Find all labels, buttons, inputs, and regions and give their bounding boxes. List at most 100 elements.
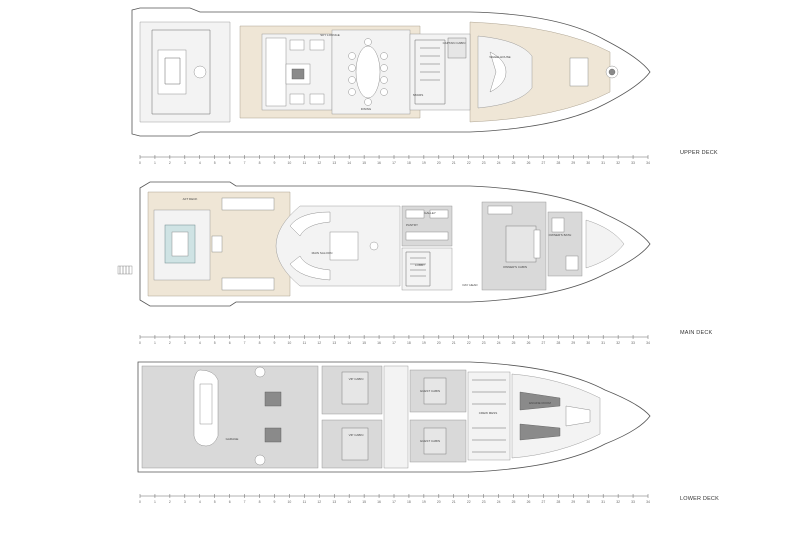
room-label: CREW MESS [479, 411, 498, 415]
ruler-tick-label: 19 [422, 341, 426, 345]
ruler-tick-label: 0 [139, 500, 141, 504]
ruler-tick-label: 30 [586, 341, 590, 345]
ruler-tick-label: 21 [452, 500, 456, 504]
ruler-tick-label: 12 [317, 500, 321, 504]
ruler-tick-label: 30 [586, 500, 590, 504]
ruler-tick-label: 8 [259, 341, 261, 345]
ruler-tick-label: 3 [184, 500, 186, 504]
ruler-tick-label: 20 [437, 341, 441, 345]
deck-label-lower: LOWER DECK [680, 496, 719, 502]
ruler-tick-label: 14 [347, 500, 351, 504]
room-label: AFT DECK [183, 197, 198, 201]
garage-floor [141, 365, 319, 469]
ruler-tick-label: 32 [616, 341, 620, 345]
ruler-tick-label: 21 [452, 161, 456, 165]
room-label: OWNER'S CABIN [503, 265, 527, 269]
vip-bed-port [341, 371, 369, 405]
ruler-tick-label: 7 [244, 500, 246, 504]
room-label: GARAGE [226, 437, 239, 441]
ruler-tick-label: 17 [392, 341, 396, 345]
room-label: VIP CABIN [349, 433, 364, 437]
ruler-tick-label: 3 [184, 341, 186, 345]
ruler-tick-label: 6 [229, 161, 231, 165]
ruler-tick-label: 23 [482, 161, 486, 165]
ruler-tick-label: 17 [392, 500, 396, 504]
ruler-tick-label: 31 [601, 500, 605, 504]
ruler-tick-label: 23 [482, 341, 486, 345]
ruler-tick-label: 29 [571, 161, 575, 165]
ruler-tick-label: 27 [542, 500, 546, 504]
ruler-tick-label: 26 [527, 161, 531, 165]
ruler-tick-label: 33 [631, 161, 635, 165]
ruler-tick-label: 20 [437, 161, 441, 165]
room-label: DINING [361, 107, 372, 111]
ruler-tick-label: 9 [274, 500, 276, 504]
ruler-tick-label: 20 [437, 500, 441, 504]
ruler-tick-label: 19 [422, 161, 426, 165]
ruler-tick-label: 16 [377, 341, 381, 345]
ruler-tick-label: 27 [542, 341, 546, 345]
ruler-tick-label: 10 [288, 341, 292, 345]
ruler-tick-label: 29 [571, 341, 575, 345]
ruler-tick-label: 6 [229, 500, 231, 504]
ruler-tick-label: 24 [497, 500, 501, 504]
ruler-tick-label: 0 [139, 341, 141, 345]
ruler-tick-label: 24 [497, 341, 501, 345]
ruler-tick-label: 10 [288, 500, 292, 504]
ruler-tick-label: 29 [571, 500, 575, 504]
ruler-tick-label: 33 [631, 500, 635, 504]
ruler-tick-label: 19 [422, 500, 426, 504]
ruler-tick-label: 28 [556, 500, 560, 504]
ruler-tick-label: 24 [497, 161, 501, 165]
ruler-tick-label: 5 [214, 500, 216, 504]
room-label: GUEST CABIN [420, 439, 440, 443]
ruler-tick-label: 22 [467, 161, 471, 165]
room-label: ENGINE ROOM [529, 401, 551, 405]
room-label: SKY LOUNGE [320, 33, 339, 37]
ruler-tick-label: 6 [229, 341, 231, 345]
room-label: CAPTAIN CABIN [443, 41, 466, 45]
ruler-tick-label: 27 [542, 161, 546, 165]
ruler-tick-label: 22 [467, 341, 471, 345]
ruler-tick-label: 0 [139, 161, 141, 165]
guest-bed-starboard [423, 427, 447, 455]
ruler-tick-label: 13 [332, 341, 336, 345]
ruler-tick-label: 26 [527, 341, 531, 345]
ruler-tick-label: 7 [244, 161, 246, 165]
ruler-tick-label: 1 [154, 500, 156, 504]
upper-sunpad [157, 49, 187, 95]
dining-table [355, 45, 381, 99]
room-label: MAIN SALOON [312, 251, 333, 255]
ruler-tick-label: 28 [556, 341, 560, 345]
ruler-tick-label: 26 [527, 500, 531, 504]
ruler-tick-label: 5 [214, 341, 216, 345]
ruler-tick-label: 2 [169, 161, 171, 165]
ruler-tick-label: 23 [482, 500, 486, 504]
ruler-tick-label: 31 [601, 341, 605, 345]
ruler-tick-label: 9 [274, 341, 276, 345]
ruler-tick-label: 11 [303, 500, 307, 504]
ruler-tick-label: 21 [452, 341, 456, 345]
ruler-tick-label: 11 [303, 341, 307, 345]
ruler-tick-label: 12 [317, 161, 321, 165]
ruler-tick-label: 11 [303, 161, 307, 165]
ruler-tick-label: 25 [512, 341, 516, 345]
ruler-tick-label: 13 [332, 500, 336, 504]
ruler-tick-label: 13 [332, 161, 336, 165]
ruler-tick-label: 25 [512, 161, 516, 165]
ruler-tick-label: 28 [556, 161, 560, 165]
ruler-tick-label: 8 [259, 500, 261, 504]
ruler-tick-label: 4 [199, 500, 201, 504]
ruler-tick-label: 32 [616, 500, 620, 504]
ruler-tick-label: 4 [199, 161, 201, 165]
room-label: GALLEY [424, 211, 436, 215]
room-label: LOBBY [415, 263, 425, 267]
room-label: DAY HEAD [462, 283, 478, 287]
ruler-tick-label: 18 [407, 500, 411, 504]
ruler-tick-label: 15 [362, 500, 366, 504]
ruler-tick-label: 15 [362, 341, 366, 345]
lower-deck-plan [137, 361, 651, 473]
guest-bed-port [423, 377, 447, 405]
